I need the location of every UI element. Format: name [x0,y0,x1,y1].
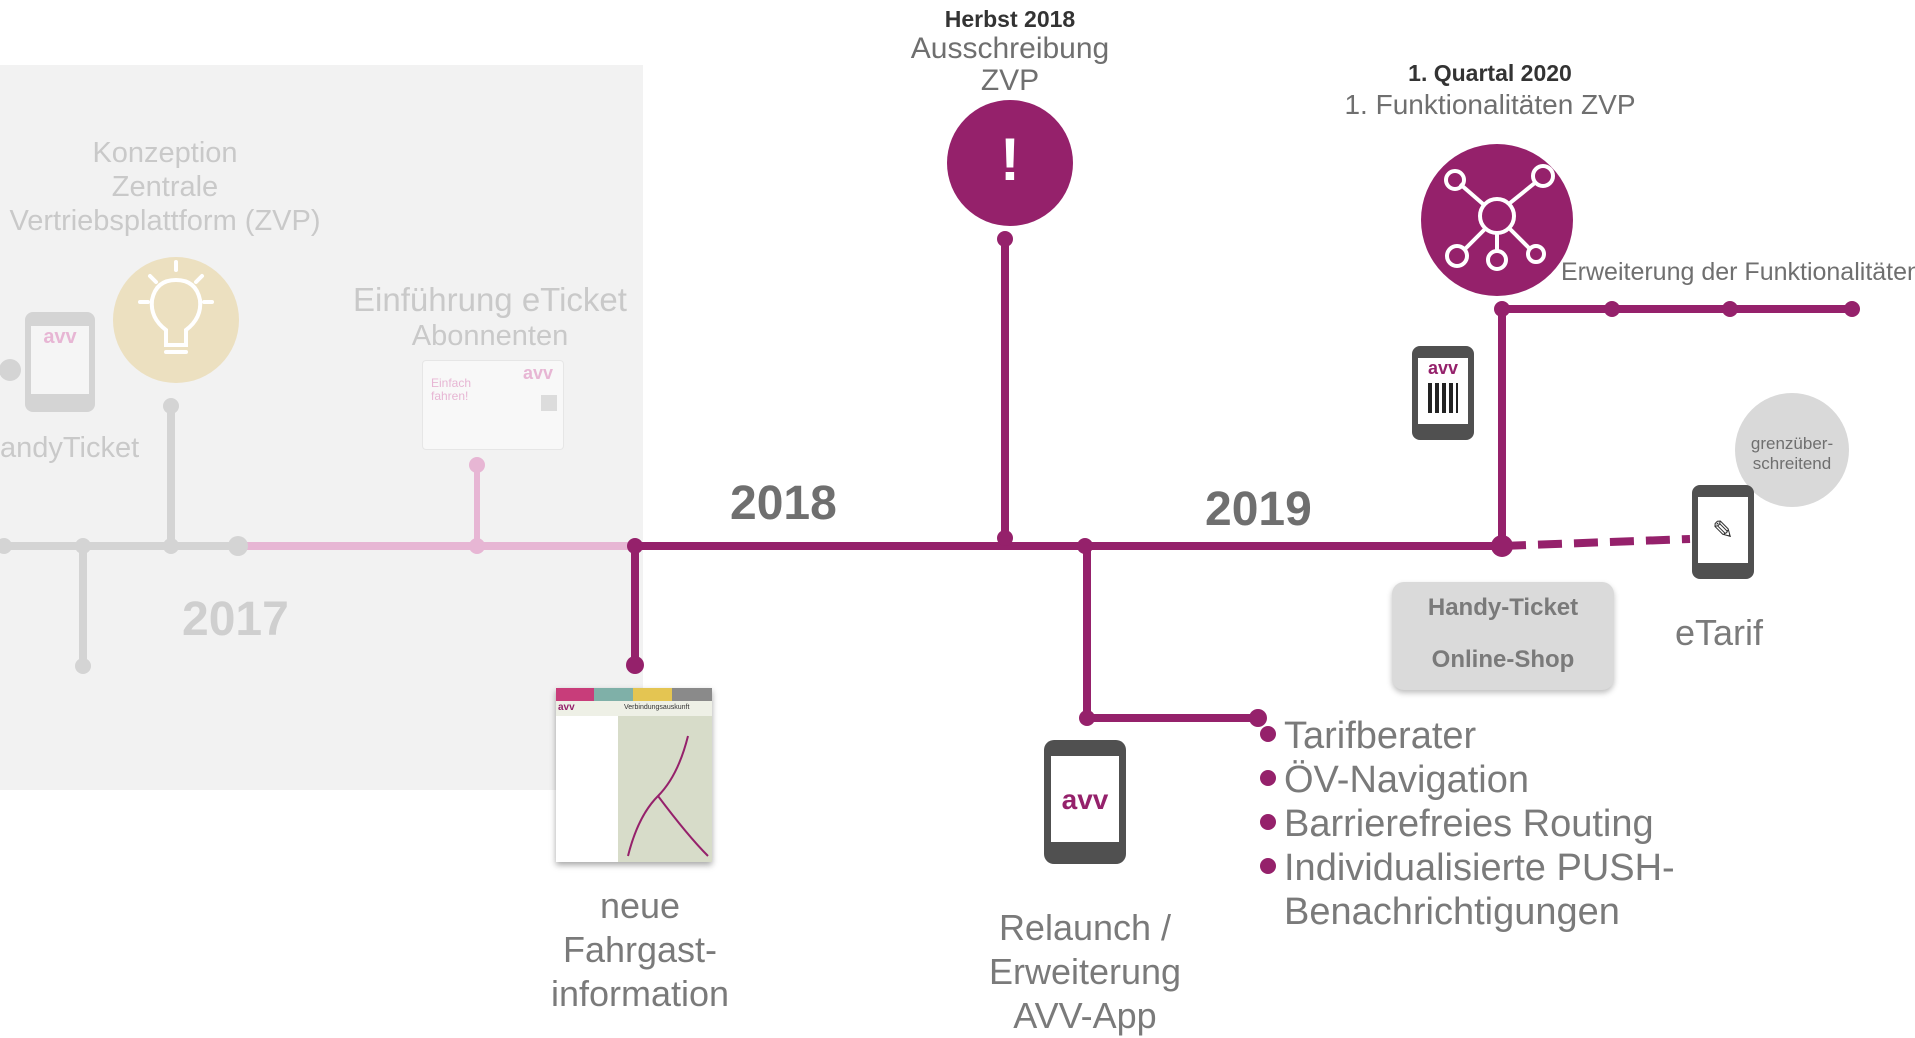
card-text1: Einfach [431,376,472,390]
qr-icon [1428,383,1458,413]
screen-tab [672,688,712,701]
etarif-label: eTarif [1675,612,1764,653]
phone-icon: avv [1044,740,1126,864]
ticket-icon: ✎ [1712,515,1734,545]
fahrgast-label: neue Fahrgast- information [520,884,760,1016]
extension-label: Erweiterung der Funktionalitäten [1561,258,1915,286]
feature-item: Individualisierte PUSH- [1260,846,1675,890]
card-logo: avv [523,363,554,383]
year-2019: 2019 [1205,483,1312,536]
grenz-badge-circle [1735,393,1849,507]
app-line2: Erweiterung [988,951,1182,992]
route-map [618,716,712,862]
badge-line2: schreitend [1752,454,1832,473]
phone-screen: ✎ [1698,497,1748,563]
app-label: Relaunch / Erweiterung AVV-App [960,906,1210,1038]
screen-title: Verbindungsauskunft [624,704,690,711]
milestone-title-line1: Ausschreibung [910,32,1110,65]
app-line1: Relaunch / [998,907,1172,948]
qr-icon [541,395,557,411]
phone-icon: avv [25,312,95,412]
card-text2: fahren! [431,389,469,403]
fahrgast-line3: information [550,973,730,1014]
lightbulb-icon [138,260,214,354]
lightbulb-circle [113,257,239,383]
network-icon [1444,164,1555,271]
past-lines [0,406,240,666]
milestone-herbst2018: Herbst 2018 Ausschreibung ZVP [880,6,1140,97]
milestone-q1-2020: 1. Quartal 2020 1. Funktionalitäten ZVP [1300,60,1680,123]
card-text: Einfach fahren! [431,377,471,403]
screen-sidebar [556,716,618,862]
exclamation-circle [947,100,1073,226]
feature-list: Tarifberater ÖV-Navigation Barrierefreie… [1260,714,1675,934]
main-timeline [631,238,1852,722]
konzeption-label: Konzeption Zentrale Vertriebsplattform (… [0,136,330,238]
app-line3: AVV-App [1013,995,1157,1036]
feature-item: Barrierefreies Routing [1260,802,1675,846]
badge-line1: grenzüber- [1750,434,1834,453]
badge-line1: Handy-Ticket [1427,594,1579,621]
badge-line2: Online-Shop [1431,646,1575,673]
phone-icon: avv [1412,346,1474,440]
handyticket-label: andyTicket [0,432,140,464]
screen-tab [556,688,594,701]
phone-screen: avv [1418,358,1468,424]
milestone-date: Herbst 2018 [944,6,1076,32]
year-2018: 2018 [730,477,837,530]
screen-tab [633,688,672,701]
exclamation-icon: ! [1000,126,1020,193]
fahrgast-line1: neue [599,885,681,926]
phone-logo: avv [43,326,77,348]
eticket-card: Einfach fahren! avv [422,360,564,450]
year-2017: 2017 [182,593,289,646]
milestone-date: 1. Quartal 2020 [1408,60,1572,86]
feature-item: ÖV-Navigation [1260,758,1675,802]
milestone-title-line2: ZVP [980,64,1040,97]
app-logo: avv [1061,784,1109,815]
eticket-line2: Abonnenten [411,320,569,352]
fahrgast-line2: Fahrgast- [562,929,718,970]
konzeption-line2: Zentrale [111,171,219,203]
feature-item: Tarifberater [1260,714,1675,758]
feature-item: Benachrichtigungen [1284,891,1620,933]
konzeption-line1: Konzeption [92,137,238,169]
milestone-title: 1. Funktionalitäten ZVP [1344,89,1636,120]
konzeption-line3: Vertriebsplattform (ZVP) [9,205,321,237]
eticket-label: Einführung eTicket Abonnenten [345,282,635,354]
phone-icon: ✎ [1692,485,1754,579]
phone-screen: avv [31,326,89,394]
eticket-line1: Einführung eTicket [353,281,627,318]
screen-logo: avv [558,702,575,713]
handy-shop-badge: Handy-Ticket Online-Shop [1392,582,1614,690]
grenz-badge-text: grenzüber- schreitend [1738,434,1846,474]
screen-tab [594,688,633,701]
fahrgast-screen: avv Verbindungsauskunft [556,688,712,862]
phone-screen: avv [1051,756,1119,842]
phone-logo: avv [1427,358,1459,378]
